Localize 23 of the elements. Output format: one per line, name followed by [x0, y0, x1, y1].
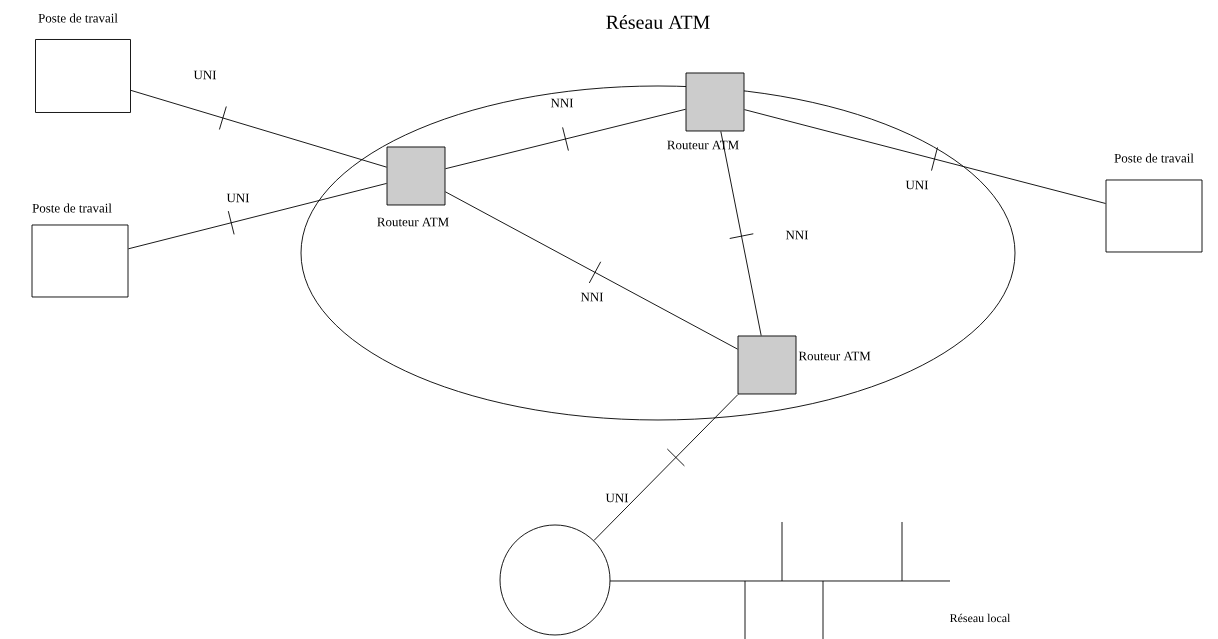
node-label: Poste de travail — [32, 203, 112, 213]
edge-label: NNI — [785, 230, 809, 240]
lan-circle — [499, 524, 611, 636]
network-title: Réseau ATM — [606, 14, 710, 29]
connector-line — [445, 108, 686, 170]
edge-label: UNI — [605, 493, 629, 503]
connector-line — [445, 191, 738, 350]
connector-line — [593, 394, 739, 541]
node-label: Routeur ATM — [798, 351, 871, 361]
node-label: Poste de travail — [38, 13, 118, 23]
node-label: Poste de travail — [1114, 153, 1194, 163]
connector-line — [744, 109, 1106, 204]
edge-label: NNI — [580, 292, 604, 302]
connector-line — [720, 131, 762, 336]
edge-label: UNI — [226, 193, 250, 203]
edge-label: NNI — [550, 98, 574, 108]
edge-label: UNI — [905, 180, 929, 190]
node-label: Routeur ATM — [377, 217, 449, 227]
edge-label: UNI — [193, 70, 217, 80]
network-label: Réseau local — [949, 613, 1011, 623]
node-label: Routeur ATM — [667, 140, 739, 150]
connector-line — [128, 183, 387, 250]
connector-line — [130, 89, 387, 168]
